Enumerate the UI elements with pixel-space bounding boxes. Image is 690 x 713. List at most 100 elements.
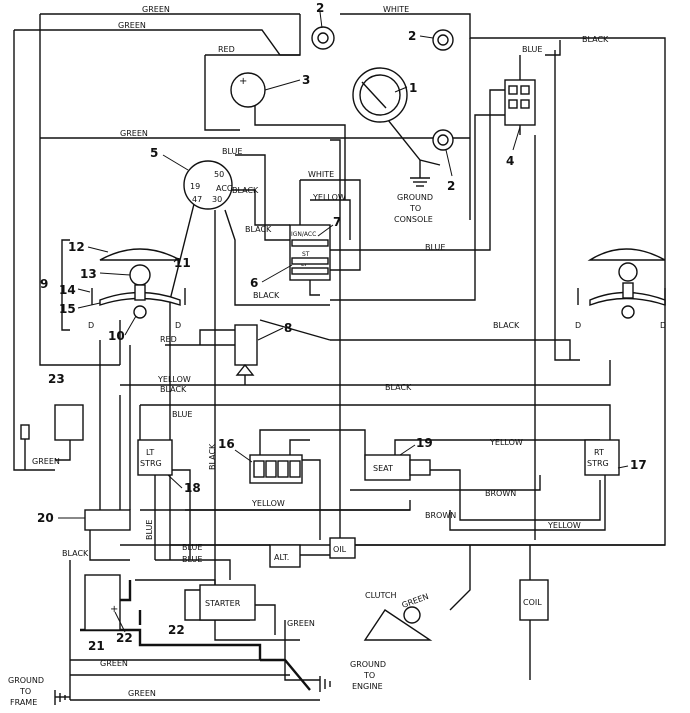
key-terminal-acc: ACC bbox=[216, 184, 233, 193]
callout-10: 10 bbox=[108, 329, 125, 343]
wire-label-green-mid: GREEN bbox=[120, 129, 148, 138]
wire-label-red-lamp: RED bbox=[160, 335, 177, 344]
callouts: 1 2 2 2 3 4 5 6 7 8 9 10 11 12 13 14 15 bbox=[37, 1, 647, 653]
hour-meter-gauge bbox=[352, 67, 408, 123]
starter-label: STARTER bbox=[205, 599, 241, 608]
callout-16: 16 bbox=[218, 437, 235, 451]
wire-label-black-center: BLACK bbox=[385, 383, 412, 392]
callout-12: 12 bbox=[68, 240, 85, 254]
right-steering-switch: RT STRG bbox=[584, 439, 620, 476]
console-ground-symbol bbox=[410, 170, 430, 187]
key-terminal-19: 19 bbox=[190, 182, 200, 191]
wire-label-green-bottom2: GREEN bbox=[128, 689, 156, 698]
wire-label-white-key: WHITE bbox=[308, 170, 334, 179]
callout-21: 21 bbox=[88, 639, 105, 653]
callout-18: 18 bbox=[184, 481, 201, 495]
lt-strg-label-2: STRG bbox=[140, 459, 162, 468]
coil-label: COIL bbox=[523, 598, 542, 607]
callout-8: 8 bbox=[284, 321, 292, 335]
wire-label-blue-top-right: BLUE bbox=[522, 45, 542, 54]
wire-label-black-left: BLACK bbox=[245, 225, 272, 234]
callout-2a: 2 bbox=[316, 1, 324, 15]
wire-label-blue-key: BLUE bbox=[222, 147, 242, 156]
wire-label-black-vert: BLACK bbox=[208, 443, 217, 470]
callout-19: 19 bbox=[416, 436, 433, 450]
callout-2c: 2 bbox=[447, 179, 455, 193]
wire-label-yellow-low2: YELLOW bbox=[547, 521, 581, 530]
d-label-2: D bbox=[175, 321, 181, 330]
callout-6: 6 bbox=[250, 276, 258, 290]
wire-label-black-key: BLACK bbox=[232, 186, 259, 195]
d-label-4: D bbox=[660, 321, 666, 330]
st-label: ST bbox=[302, 251, 310, 258]
wire-label-blue-alt: BLUE bbox=[182, 543, 202, 552]
ground-engine-label: GROUND bbox=[350, 660, 386, 669]
wire-label-white-top: WHITE bbox=[383, 5, 409, 14]
starter-motor: STARTER bbox=[199, 584, 256, 621]
rt-strg-label-2: STRG bbox=[587, 459, 609, 468]
ground-frame-label-frame: FRAME bbox=[10, 698, 37, 707]
callout-4: 4 bbox=[506, 154, 514, 168]
callout-11: 11 bbox=[174, 256, 191, 270]
callout-15: 15 bbox=[59, 302, 76, 316]
relay-module bbox=[504, 79, 536, 126]
engine-ground-symbol bbox=[319, 676, 331, 692]
wire-label-black-lamp: BLACK bbox=[160, 385, 187, 394]
callout-20: 20 bbox=[37, 511, 54, 525]
wire-color-labels: GREEN GREEN WHITE BLACK RED BLUE GREEN B… bbox=[32, 5, 609, 698]
seat-label: SEAT bbox=[373, 464, 393, 473]
indicator-lamp-1 bbox=[311, 26, 335, 50]
ignition-key-switch: 50 19 47 30 ACC bbox=[183, 160, 233, 210]
plus-sign: + bbox=[239, 76, 247, 87]
wire-label-black-right: BLACK bbox=[493, 321, 520, 330]
fuse-block bbox=[249, 454, 303, 484]
callout-1: 1 bbox=[409, 81, 417, 95]
wire-label-green-23: GREEN bbox=[32, 457, 60, 466]
wire-label-blue-lt: BLUE bbox=[172, 410, 192, 419]
ground-engine-label-to: TO bbox=[363, 671, 375, 680]
diode-module bbox=[234, 324, 258, 376]
wire-label-yellow-lamp: YELLOW bbox=[157, 375, 191, 384]
wire-label-yellow-low: YELLOW bbox=[251, 499, 285, 508]
indicator-lamp-2 bbox=[432, 29, 454, 51]
key-terminal-30: 30 bbox=[212, 195, 222, 204]
oil-switch: OIL bbox=[329, 537, 356, 559]
wire-label-blue-starter: BLUE bbox=[182, 555, 202, 564]
alternator: ALT. bbox=[269, 544, 301, 568]
oil-label: OIL bbox=[333, 545, 347, 554]
starter-relay-module bbox=[84, 509, 131, 531]
wire-label-black-mod: BLACK bbox=[253, 291, 280, 300]
ign-acc-label: IGN/ACC bbox=[291, 231, 316, 238]
left-steering-switch: LT STRG bbox=[137, 439, 173, 476]
indicator-lamp-3 bbox=[432, 129, 454, 151]
callout-5: 5 bbox=[150, 146, 158, 160]
wire-label-green-top: GREEN bbox=[142, 5, 170, 14]
ground-console-label: GROUND bbox=[397, 193, 433, 202]
ignition-relay-block: IGN/ACC ST LT bbox=[289, 224, 331, 281]
ignition-coil: COIL bbox=[519, 579, 549, 621]
wire-label-black-20: BLACK bbox=[62, 549, 89, 558]
callout-13: 13 bbox=[80, 267, 97, 281]
wire-label-brown-low: BROWN bbox=[425, 511, 456, 520]
wire-label-green-top2: GREEN bbox=[118, 21, 146, 30]
ground-frame-label-to: TO bbox=[19, 687, 31, 696]
wire-label-yellow-right: YELLOW bbox=[489, 438, 523, 447]
fuse-holder bbox=[20, 404, 84, 441]
callout-3: 3 bbox=[302, 73, 310, 87]
pto-clutch: CLUTCH bbox=[363, 591, 433, 641]
callout-23: 23 bbox=[48, 372, 65, 386]
callout-14: 14 bbox=[59, 283, 76, 297]
ammeter: + bbox=[230, 72, 266, 108]
callout-22b: 22 bbox=[168, 623, 185, 637]
wire-label-red-gauge: RED bbox=[218, 45, 235, 54]
wire-label-green-engine: GREEN bbox=[287, 619, 315, 628]
d-label-3: D bbox=[575, 321, 581, 330]
lt-strg-label-1: LT bbox=[146, 448, 154, 457]
key-terminal-50: 50 bbox=[214, 170, 224, 179]
ground-frame-label: GROUND bbox=[8, 676, 44, 685]
left-headlight-assembly bbox=[61, 239, 186, 331]
frame-ground-symbol bbox=[54, 690, 70, 705]
seat-switch: SEAT bbox=[364, 454, 431, 481]
right-headlight-assembly bbox=[577, 248, 666, 319]
